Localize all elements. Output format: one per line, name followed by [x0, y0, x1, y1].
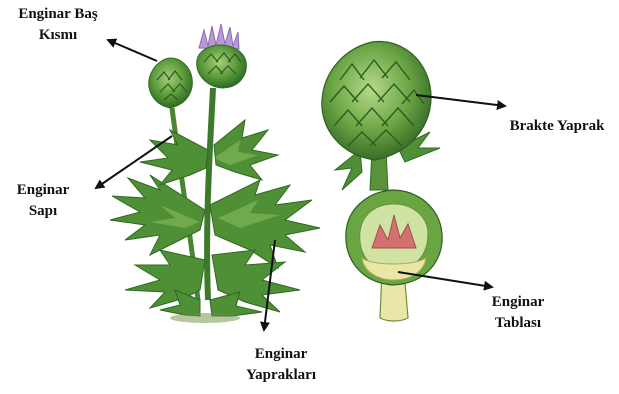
- label-enginar-sapi: Enginar Sapı: [8, 180, 78, 222]
- label-brakte-yaprak: Brakte Yaprak: [498, 116, 616, 137]
- label-enginar-tablasi-line2: Tablası: [478, 313, 558, 334]
- artichoke-bud-small: [149, 58, 193, 108]
- label-enginar-yapraklari: Enginar Yaprakları: [226, 344, 336, 386]
- label-enginar-bas-line1: Enginar Baş: [6, 4, 110, 25]
- arrow-bas: [108, 40, 157, 61]
- artichoke-cross-section: [346, 190, 442, 321]
- label-enginar-sapi-line2: Sapı: [8, 201, 78, 222]
- label-enginar-tablasi-line1: Enginar: [478, 292, 558, 313]
- label-enginar-bas-line2: Kısmı: [6, 25, 110, 46]
- label-enginar-bas: Enginar Baş Kısmı: [6, 4, 110, 46]
- label-enginar-sapi-line1: Enginar: [8, 180, 78, 201]
- label-enginar-yapraklari-line1: Enginar: [226, 344, 336, 365]
- label-enginar-tablasi: Enginar Tablası: [478, 292, 558, 334]
- plant-base: [170, 313, 240, 323]
- artichoke-plant: [110, 24, 320, 323]
- artichoke-flower-head: [197, 24, 247, 88]
- label-enginar-yapraklari-line2: Yaprakları: [226, 365, 336, 386]
- stem-main: [207, 88, 213, 300]
- plant-leaves: [110, 120, 320, 316]
- artichoke-head-large: [322, 41, 440, 190]
- label-brakte-yaprak-line1: Brakte Yaprak: [498, 116, 616, 137]
